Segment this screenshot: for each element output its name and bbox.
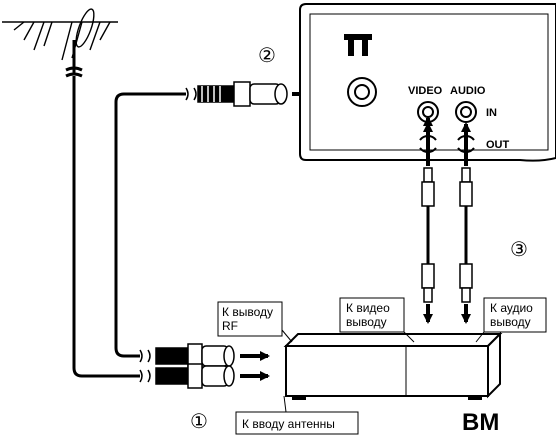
antenna-icon xyxy=(2,8,118,66)
audio-av-cable xyxy=(459,167,473,303)
callout-video-out-line2: выводу xyxy=(346,315,387,329)
tv-antenna-input-jack xyxy=(347,77,377,107)
antenna-terminal-icon xyxy=(344,34,372,56)
rf-plug-top xyxy=(197,81,288,107)
antenna-cable xyxy=(65,66,140,378)
rf-cable xyxy=(114,92,186,358)
callout-audio-out-line2: выводу xyxy=(490,315,531,329)
vcr-name-label: ВМ xyxy=(462,409,499,436)
tv-audio-label: AUDIO xyxy=(450,85,486,97)
vcr-feet xyxy=(292,396,482,400)
rf-plug-vcr-in xyxy=(155,363,235,389)
callout-video-out-line1: К видео xyxy=(346,301,390,315)
rf-plug-vcr-out xyxy=(155,343,235,369)
callout-audio-out: К аудио выводу xyxy=(475,297,547,343)
cable-break-marks xyxy=(139,87,197,383)
callout-audio-out-line1: К аудио xyxy=(490,301,533,315)
step-1-label: ① xyxy=(190,411,208,433)
step-2-label: ② xyxy=(258,45,276,67)
vcr-body xyxy=(283,331,503,399)
callout-rf-out: К выводу RF xyxy=(217,301,293,343)
tv-in-label: IN xyxy=(486,107,497,119)
callout-antenna-in-text: К вводу антенны xyxy=(242,417,335,431)
callout-antenna-in: К вводу антенны xyxy=(235,395,359,435)
video-av-cable xyxy=(421,116,435,303)
step-3-label: ③ xyxy=(510,239,528,261)
tv-video-label: VIDEO xyxy=(408,85,443,97)
tv-out-label: OUT xyxy=(486,139,510,151)
callout-video-out: К видео выводу xyxy=(339,297,415,343)
callout-rf-out-line1: К выводу xyxy=(222,305,273,319)
callout-rf-out-line2: RF xyxy=(222,319,238,333)
